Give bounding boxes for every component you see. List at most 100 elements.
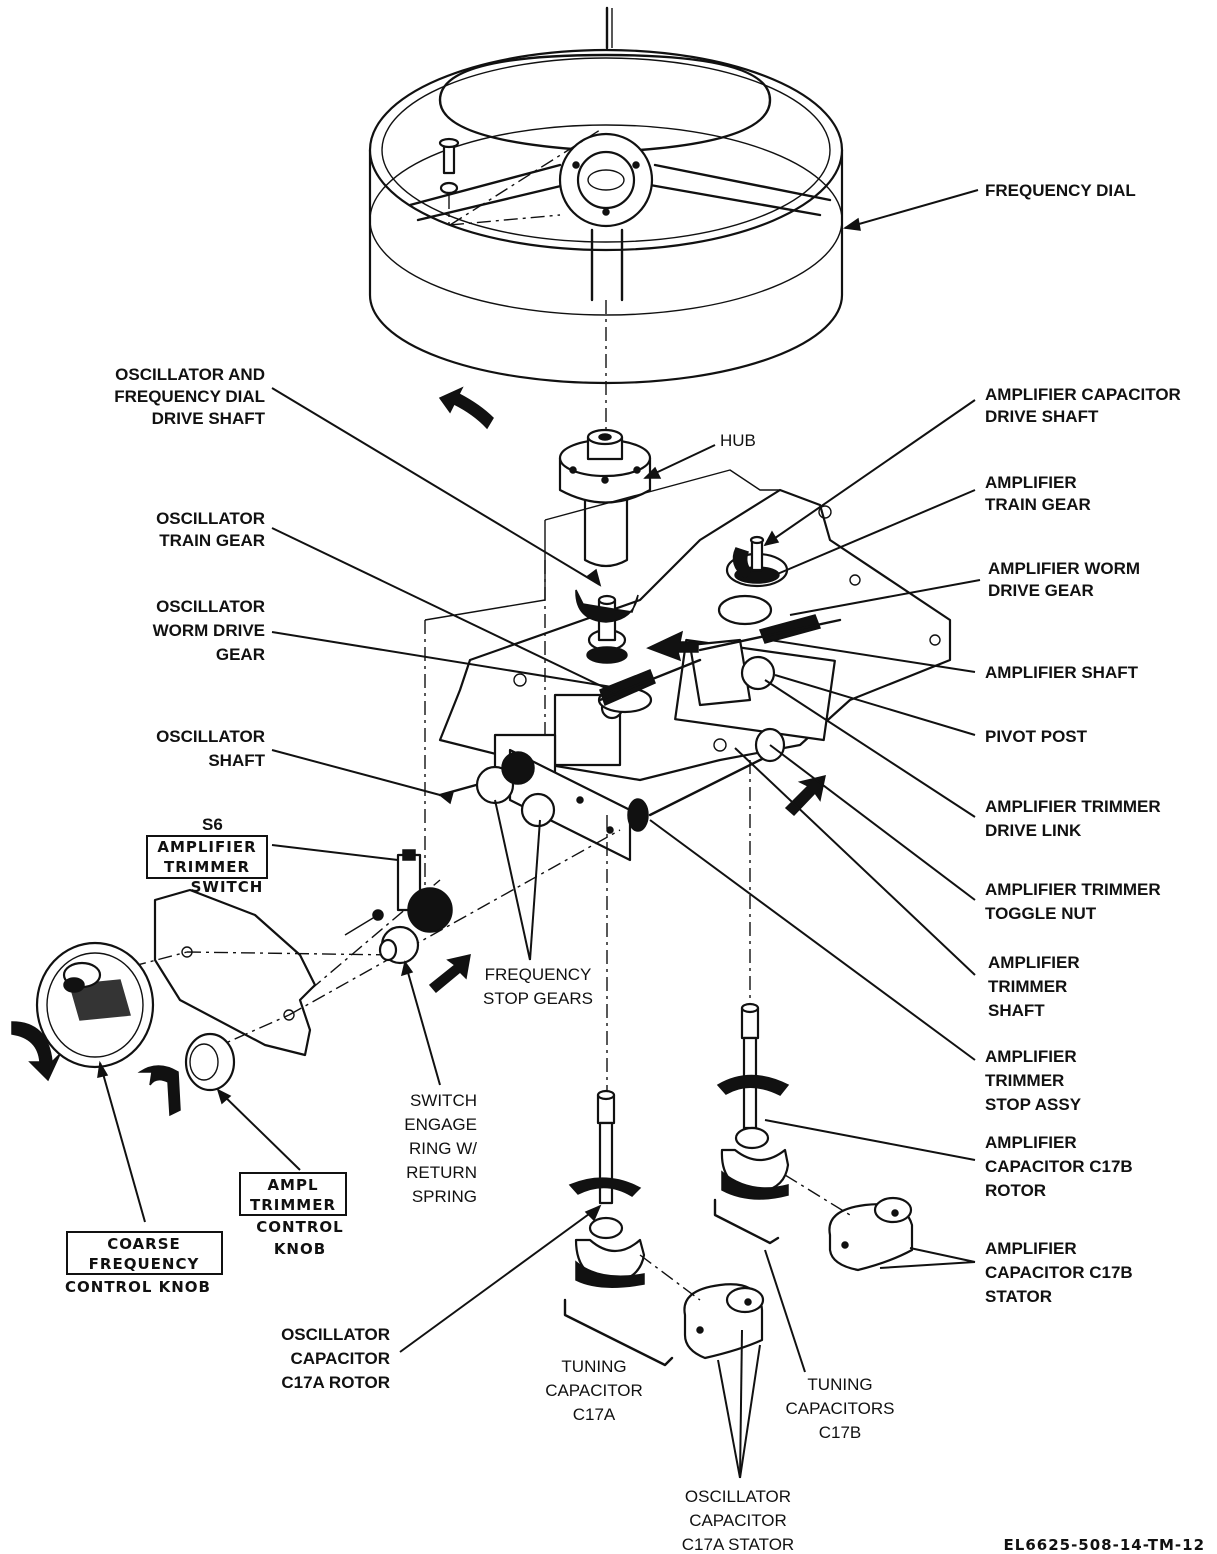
dial-rotation-arrow <box>438 386 494 430</box>
svg-text:COARSE: COARSE <box>107 1235 181 1253</box>
label-osc-cap-c17a-rotor: OSCILLATOR CAPACITOR C17A ROTOR <box>281 1325 390 1392</box>
svg-text:SWITCH: SWITCH <box>191 878 264 896</box>
svg-text:TRIMMER: TRIMMER <box>250 1196 336 1214</box>
svg-text:AMPLIFIER: AMPLIFIER <box>988 953 1080 972</box>
label-amp-trimmer-stop-assy: AMPLIFIER TRIMMER STOP ASSY <box>985 1047 1082 1114</box>
label-amp-cap-drive-shaft: AMPLIFIER CAPACITOR DRIVE SHAFT <box>985 385 1181 426</box>
label-hub: HUB <box>720 431 756 450</box>
frequency-dial-drawing <box>368 6 844 385</box>
svg-text:DRIVE LINK: DRIVE LINK <box>985 821 1082 840</box>
label-amp-cap-c17b-rotor: AMPLIFIER CAPACITOR C17B ROTOR <box>985 1133 1133 1200</box>
svg-text:CAPACITOR C17B: CAPACITOR C17B <box>985 1157 1133 1176</box>
label-osc-cap-c17a-stator: OSCILLATOR CAPACITOR C17A STATOR <box>682 1487 794 1554</box>
svg-text:DRIVE GEAR: DRIVE GEAR <box>988 581 1094 600</box>
label-osc-train-gear: OSCILLATOR TRAIN GEAR <box>156 509 265 550</box>
svg-text:AMPLIFIER WORM: AMPLIFIER WORM <box>988 559 1140 578</box>
svg-text:AMPLIFIER: AMPLIFIER <box>157 838 256 856</box>
svg-text:FREQUENCY DIAL: FREQUENCY DIAL <box>114 387 265 406</box>
label-amp-trimmer-switch: AMPLIFIER TRIMMER SWITCH <box>157 838 264 896</box>
label-amp-trimmer-toggle-nut: AMPLIFIER TRIMMER TOGGLE NUT <box>985 880 1161 923</box>
svg-text:AMPLIFIER: AMPLIFIER <box>985 473 1077 492</box>
label-pivot-post: PIVOT POST <box>985 727 1088 746</box>
label-tuning-caps-c17b: TUNING CAPACITORS C17B <box>786 1375 895 1442</box>
svg-text:RING W/: RING W/ <box>409 1139 477 1158</box>
label-osc-freq-drive-shaft: OSCILLATOR AND FREQUENCY DIAL DRIVE SHAF… <box>114 365 265 428</box>
svg-text:STOP GEARS: STOP GEARS <box>483 989 593 1008</box>
label-frequency-dial: FREQUENCY DIAL <box>985 181 1136 200</box>
label-amp-train-gear: AMPLIFIER TRAIN GEAR <box>985 473 1091 514</box>
svg-text:AMPLIFIER TRIMMER: AMPLIFIER TRIMMER <box>985 797 1161 816</box>
svg-text:SPRING: SPRING <box>412 1187 477 1206</box>
svg-text:AMPLIFIER CAPACITOR: AMPLIFIER CAPACITOR <box>985 385 1181 404</box>
svg-text:OSCILLATOR: OSCILLATOR <box>156 509 265 528</box>
svg-text:FREQUENCY: FREQUENCY <box>89 1255 200 1273</box>
svg-text:DRIVE SHAFT: DRIVE SHAFT <box>152 409 266 428</box>
hub-drawing <box>558 300 652 568</box>
svg-text:ROTOR: ROTOR <box>985 1181 1046 1200</box>
svg-text:TRIMMER: TRIMMER <box>985 1071 1064 1090</box>
svg-text:OSCILLATOR: OSCILLATOR <box>156 597 265 616</box>
label-osc-shaft: OSCILLATOR SHAFT <box>156 727 266 770</box>
svg-text:TRIMMER: TRIMMER <box>988 977 1067 996</box>
svg-text:OSCILLATOR: OSCILLATOR <box>281 1325 390 1344</box>
svg-text:AMPLIFIER: AMPLIFIER <box>985 1133 1077 1152</box>
svg-text:DRIVE SHAFT: DRIVE SHAFT <box>985 407 1099 426</box>
label-osc-worm-drive-gear: OSCILLATOR WORM DRIVE GEAR <box>153 597 265 664</box>
label-ampl-trimmer-control-knob: AMPL TRIMMER CONTROL KNOB <box>250 1176 343 1258</box>
svg-text:STOP ASSY: STOP ASSY <box>985 1095 1082 1114</box>
gear-box-drawing <box>424 469 952 1090</box>
svg-text:C17A ROTOR: C17A ROTOR <box>281 1373 390 1392</box>
svg-text:CAPACITOR: CAPACITOR <box>291 1349 391 1368</box>
svg-text:CAPACITOR: CAPACITOR <box>689 1511 787 1530</box>
svg-text:KNOB: KNOB <box>274 1240 326 1258</box>
svg-text:CONTROL: CONTROL <box>256 1218 343 1236</box>
svg-text:C17B: C17B <box>819 1423 862 1442</box>
label-coarse-frequency-control-knob: COARSE FREQUENCY CONTROL KNOB <box>65 1235 211 1296</box>
leader-lines <box>97 189 981 1479</box>
svg-text:AMPLIFIER TRIMMER: AMPLIFIER TRIMMER <box>985 880 1161 899</box>
svg-text:GEAR: GEAR <box>216 645 265 664</box>
svg-text:AMPL: AMPL <box>267 1176 318 1194</box>
svg-text:TRIMMER: TRIMMER <box>164 858 250 876</box>
svg-text:SHAFT: SHAFT <box>208 751 265 770</box>
svg-text:TRAIN GEAR: TRAIN GEAR <box>985 495 1091 514</box>
svg-text:CAPACITOR C17B: CAPACITOR C17B <box>985 1263 1133 1282</box>
label-amp-cap-c17b-stator: AMPLIFIER CAPACITOR C17B STATOR <box>985 1239 1133 1306</box>
amp-trimmer-switch-box <box>146 835 268 879</box>
label-figure-id: EL6625-508-14-TM-12 <box>1004 1536 1205 1554</box>
svg-text:C17A: C17A <box>573 1405 616 1424</box>
svg-text:TRAIN GEAR: TRAIN GEAR <box>159 531 265 550</box>
svg-text:OSCILLATOR: OSCILLATOR <box>156 727 265 746</box>
svg-text:TUNING: TUNING <box>807 1375 872 1394</box>
svg-text:CONTROL KNOB: CONTROL KNOB <box>65 1278 211 1296</box>
svg-text:WORM DRIVE: WORM DRIVE <box>153 621 265 640</box>
label-amp-worm-drive-gear: AMPLIFIER WORM DRIVE GEAR <box>988 559 1140 600</box>
label-amp-trimmer-shaft: AMPLIFIER TRIMMER SHAFT <box>988 953 1080 1020</box>
coarse-frequency-knob-box <box>66 1231 223 1275</box>
svg-text:OSCILLATOR AND: OSCILLATOR AND <box>115 365 265 384</box>
svg-text:FREQUENCY: FREQUENCY <box>485 965 592 984</box>
svg-text:OSCILLATOR: OSCILLATOR <box>685 1487 791 1506</box>
capacitors-drawing <box>563 1002 914 1367</box>
svg-text:TUNING: TUNING <box>561 1357 626 1376</box>
label-amp-trimmer-drive-link: AMPLIFIER TRIMMER DRIVE LINK <box>985 797 1161 840</box>
front-panel-drawing <box>11 829 621 1117</box>
svg-text:TOGGLE NUT: TOGGLE NUT <box>985 904 1097 923</box>
svg-text:CAPACITORS: CAPACITORS <box>786 1399 895 1418</box>
ampl-trimmer-knob-box <box>239 1172 347 1216</box>
svg-text:AMPLIFIER: AMPLIFIER <box>985 1047 1077 1066</box>
label-amp-shaft: AMPLIFIER SHAFT <box>985 663 1139 682</box>
label-s6: S6 <box>202 815 223 834</box>
label-frequency-stop-gears: FREQUENCY STOP GEARS <box>483 965 593 1008</box>
svg-text:STATOR: STATOR <box>985 1287 1052 1306</box>
svg-text:SWITCH: SWITCH <box>410 1091 477 1110</box>
svg-text:C17A STATOR: C17A STATOR <box>682 1535 794 1554</box>
svg-text:AMPLIFIER: AMPLIFIER <box>985 1239 1077 1258</box>
svg-text:SHAFT: SHAFT <box>988 1001 1045 1020</box>
label-switch-engage-ring: SWITCH ENGAGE RING W/ RETURN SPRING <box>404 1091 477 1206</box>
label-tuning-cap-c17a: TUNING CAPACITOR C17A <box>545 1357 643 1424</box>
svg-text:CAPACITOR: CAPACITOR <box>545 1381 643 1400</box>
svg-text:ENGAGE: ENGAGE <box>404 1115 477 1134</box>
svg-text:RETURN: RETURN <box>406 1163 477 1182</box>
